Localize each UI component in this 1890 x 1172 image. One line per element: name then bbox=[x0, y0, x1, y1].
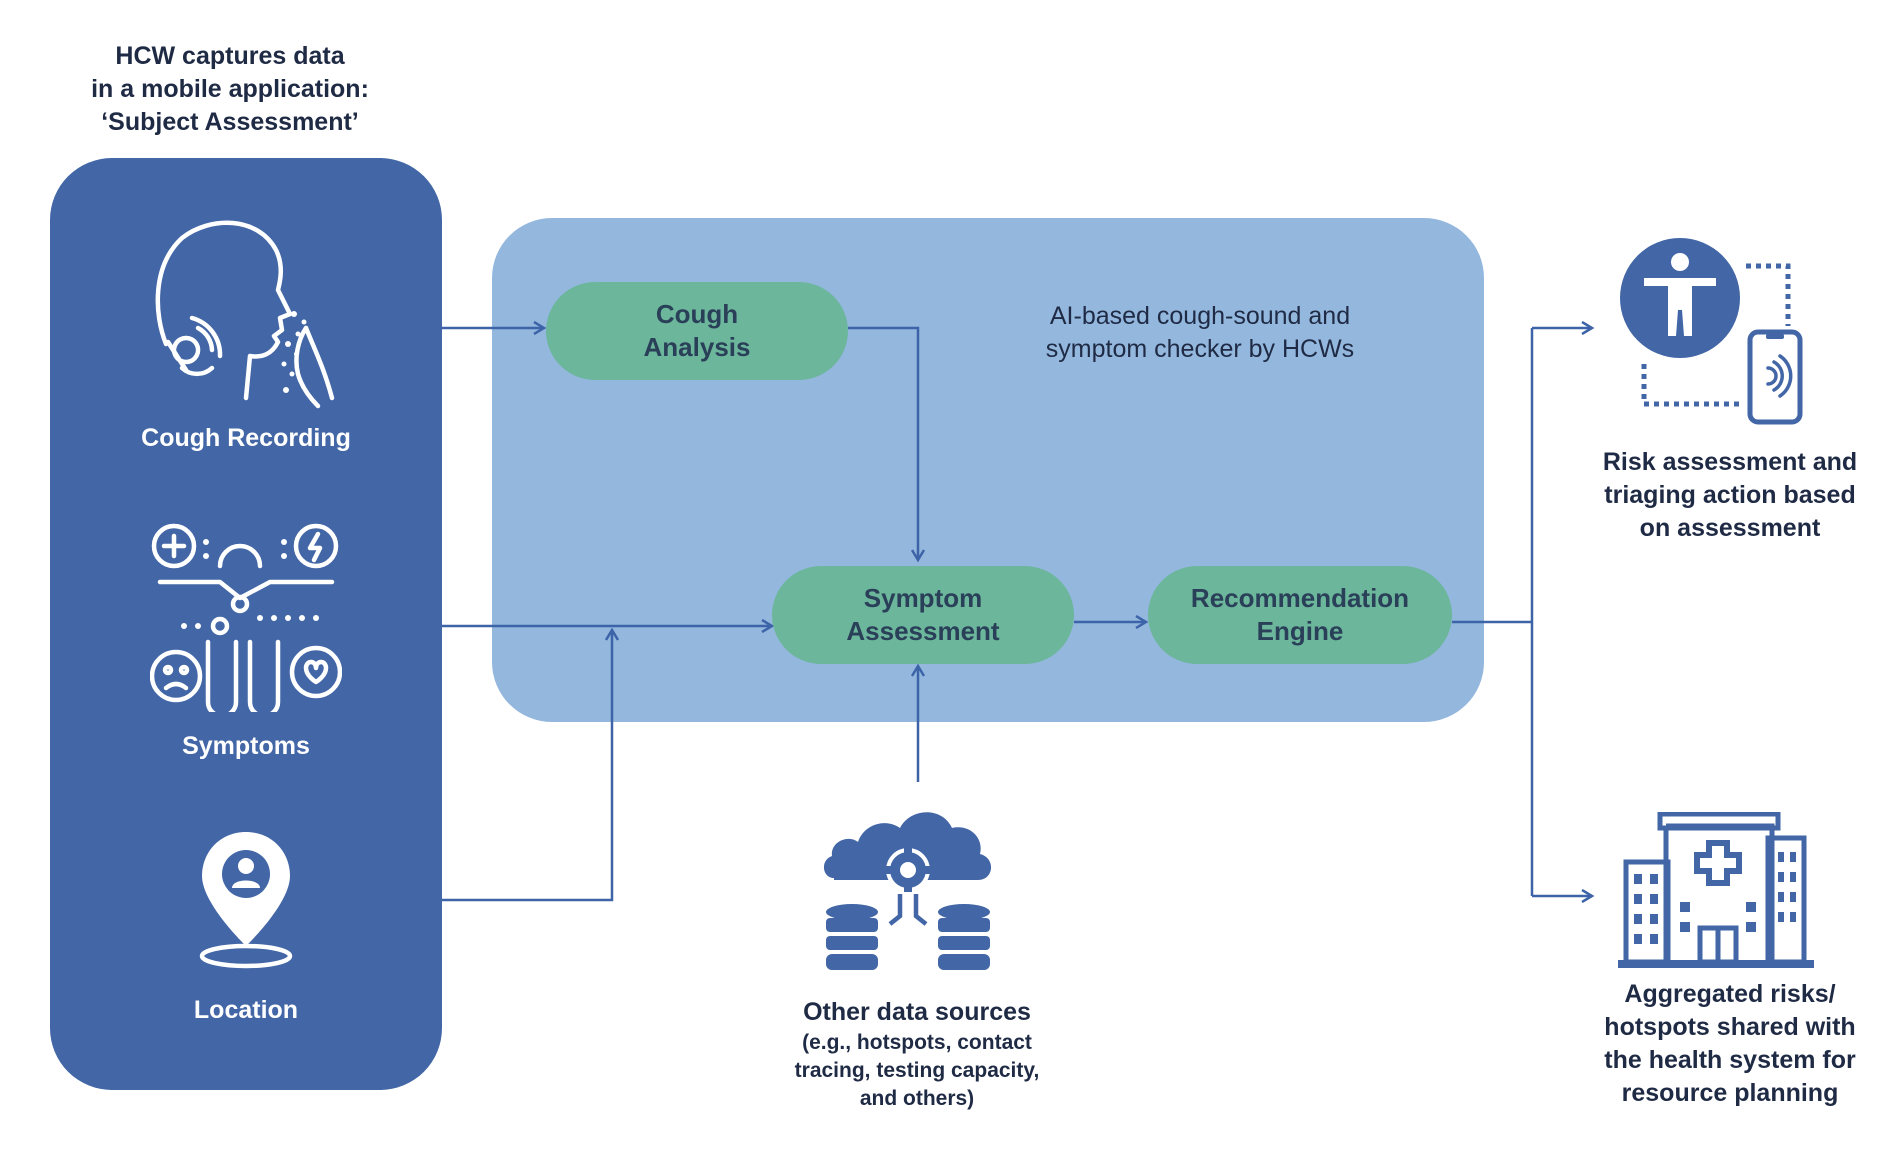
recommendation-engine-node: Recommendation Engine bbox=[1148, 566, 1452, 664]
recommendation-engine-line-2: Engine bbox=[1256, 616, 1344, 646]
risk-line-3: on assessment bbox=[1639, 514, 1821, 542]
risk-line-2: triaging action based bbox=[1604, 481, 1856, 509]
aggregated-line-3: the health system for bbox=[1604, 1046, 1856, 1074]
cough-analysis-node: Cough Analysis bbox=[546, 282, 848, 380]
cloud-database-icon bbox=[823, 812, 992, 970]
other-sources-line-3: and others) bbox=[859, 1087, 975, 1110]
location-label: Location bbox=[193, 996, 299, 1024]
recommendation-engine-line-1: Recommendation bbox=[1190, 583, 1410, 613]
arrow-location-to-assessment bbox=[442, 630, 612, 902]
aggregated-line-1: Aggregated risks/ bbox=[1624, 980, 1836, 1008]
hospital-icon bbox=[1618, 812, 1814, 968]
header-line-3: ‘Subject Assessment’ bbox=[101, 108, 359, 136]
symptom-assessment-node: Symptom Assessment bbox=[772, 566, 1074, 664]
risk-assessment-label: Risk assessment and triaging action base… bbox=[1588, 446, 1872, 545]
location-pin-icon bbox=[199, 832, 293, 969]
risk-line-1: Risk assessment and bbox=[1602, 448, 1858, 476]
person-phone-icon bbox=[1620, 238, 1803, 425]
symptom-assessment-line-2: Assessment bbox=[846, 616, 1000, 646]
aggregated-line-2: hotspots shared with bbox=[1604, 1013, 1856, 1041]
other-sources-line-2: tracing, testing capacity, bbox=[794, 1059, 1040, 1082]
ai-box-label-line-1: AI-based cough-sound and bbox=[1049, 302, 1351, 330]
cough-recording-label: Cough Recording bbox=[141, 424, 351, 452]
header-line-2: in a mobile application: bbox=[91, 75, 369, 103]
other-sources-title: Other data sources bbox=[803, 998, 1031, 1026]
ai-box-label-line-2: symptom checker by HCWs bbox=[1045, 335, 1355, 363]
aggregated-risks-label: Aggregated risks/ hotspots shared with t… bbox=[1578, 978, 1882, 1110]
symptoms-label: Symptoms bbox=[182, 732, 310, 760]
other-sources-text: Other data sources (e.g., hotspots, cont… bbox=[758, 996, 1076, 1113]
other-sources-line-1: (e.g., hotspots, contact bbox=[802, 1031, 1032, 1054]
symptom-assessment-line-1: Symptom bbox=[863, 583, 983, 613]
symptoms-icon bbox=[150, 523, 342, 712]
face-cough-icon bbox=[155, 220, 335, 409]
header-title: HCW captures data in a mobile applicatio… bbox=[60, 40, 400, 139]
cough-analysis-line-1: Cough bbox=[655, 299, 739, 329]
header-line-1: HCW captures data bbox=[115, 42, 345, 70]
cough-analysis-line-2: Analysis bbox=[643, 332, 751, 362]
ai-box-label: AI-based cough-sound and symptom checker… bbox=[1010, 300, 1390, 366]
aggregated-line-4: resource planning bbox=[1621, 1079, 1839, 1107]
arrow-analysis-to-symptom bbox=[848, 326, 918, 560]
